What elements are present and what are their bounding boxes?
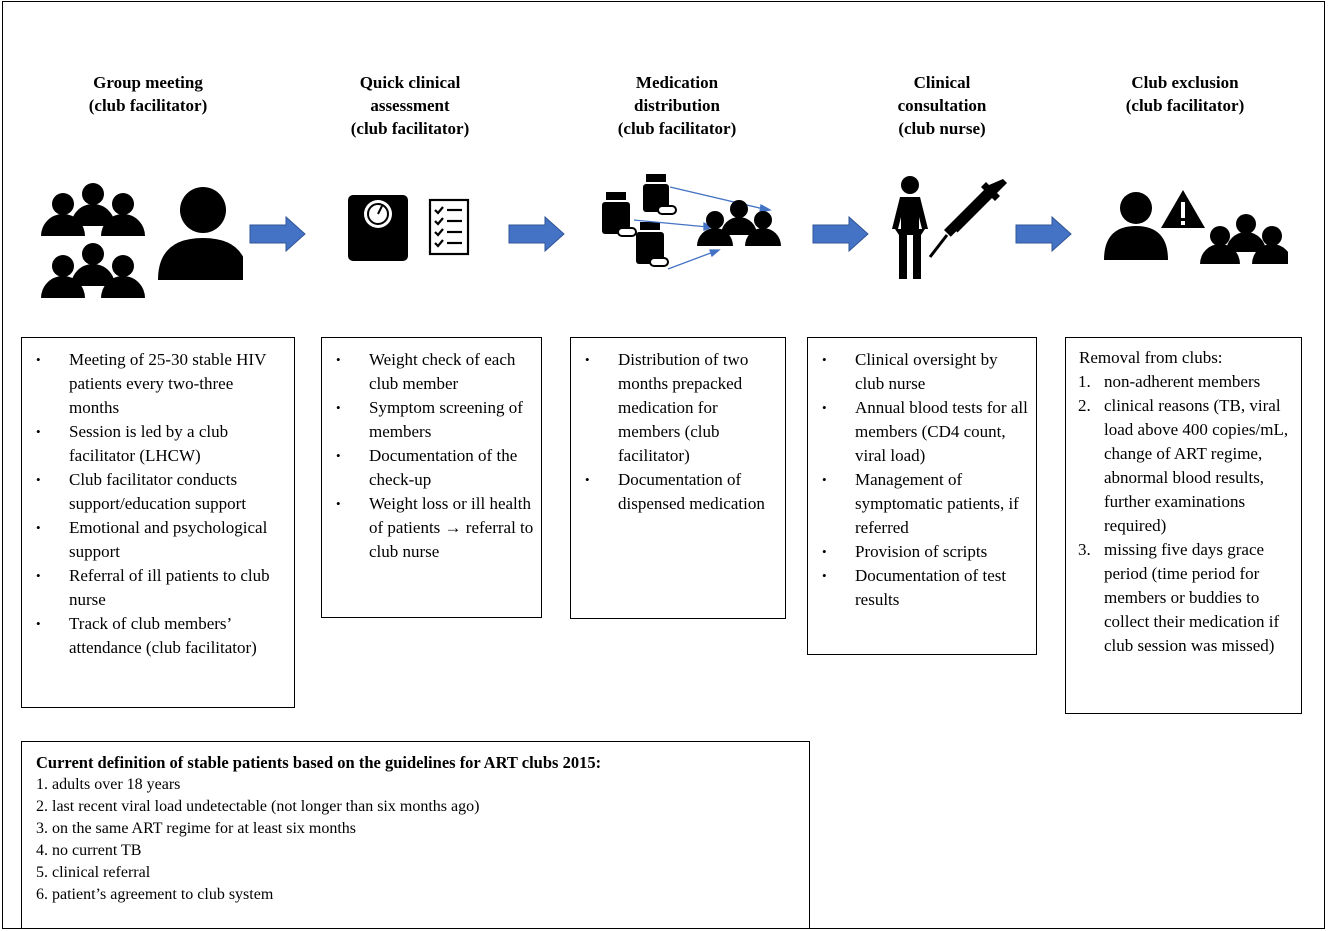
medication-box: Distribution of two months prepacked med…	[570, 337, 786, 619]
list-item: Clinical oversight by club nurse	[808, 348, 1028, 396]
medication-icons	[602, 174, 781, 270]
flow-arrow-4	[1015, 215, 1072, 253]
list-item: Provision of scripts	[808, 540, 1028, 564]
list-item: Weight check of each club member	[322, 348, 535, 396]
title-line: Club exclusion	[1131, 73, 1239, 92]
list-item: Annual blood tests for all members (CD4 …	[808, 396, 1028, 468]
definition-item: 3. on the same ART regime for at least s…	[36, 820, 357, 837]
definition-item: 5. clinical referral	[36, 864, 151, 881]
list-item: 1. non-adherent members	[1066, 370, 1295, 394]
bullet-list: Distribution of two months prepacked med…	[571, 348, 785, 516]
numbered-list: 1. non-adherent members 2. clinical reason…	[1066, 370, 1295, 658]
title-line: distribution	[634, 96, 720, 115]
list-item: Track of club members’ attendance (club …	[22, 612, 286, 660]
person-icon	[1104, 192, 1168, 260]
item-text: missing five days grace period (time per…	[1104, 540, 1280, 655]
list-item: Referral of ill patients to club nurse	[22, 564, 286, 612]
flow-arrow-1	[249, 215, 306, 253]
list-item: Meeting of 25-30 stable HIV patients eve…	[22, 348, 286, 420]
title-line: Clinical	[913, 73, 971, 92]
item-number: 1.	[1078, 372, 1091, 391]
stable-patient-definition-box: Current definition of stable patients ba…	[21, 741, 810, 929]
title-line: (club facilitator)	[617, 119, 737, 138]
list-item: Distribution of two months prepacked med…	[571, 348, 777, 468]
list-item: 2. clinical reasons (TB, viral load above…	[1066, 394, 1295, 538]
title-line: (club facilitator)	[88, 96, 208, 115]
group-meeting-box: Meeting of 25-30 stable HIV patients eve…	[21, 337, 295, 708]
distribution-arrows	[633, 186, 772, 270]
consultation-box: Clinical oversight by club nurse Annual …	[807, 337, 1037, 655]
step-title-club-exclusion: Club exclusion (club facilitator)	[1075, 71, 1295, 117]
nurse-icon	[892, 176, 928, 279]
group-meeting-icons	[41, 183, 243, 298]
title-line: Medication	[635, 73, 719, 92]
list-item: Weight loss or ill health of patients → …	[322, 492, 535, 564]
assessment-icons	[348, 195, 470, 261]
medication-icon	[602, 174, 677, 267]
title-line: Quick clinical	[359, 73, 461, 92]
item-number: 2.	[1078, 396, 1091, 415]
checklist-icon	[428, 198, 470, 256]
title-line: assessment	[370, 96, 450, 115]
warning-icon	[1161, 190, 1205, 228]
definition-item: 1. adults over 18 years	[36, 776, 181, 793]
step-title-medication-distribution: Medication distribution (club facilitato…	[567, 71, 787, 140]
bullet-list: Meeting of 25-30 stable HIV patients eve…	[22, 348, 294, 660]
list-item: Documentation of dispensed medication	[571, 468, 777, 516]
title-line: (club facilitator)	[1125, 96, 1245, 115]
syringe-icon	[928, 179, 1007, 258]
person-icon	[158, 187, 243, 280]
definition-item: 4. no current TB	[36, 842, 142, 859]
exclusion-icons	[1104, 190, 1288, 264]
item-text: non-adherent members	[1104, 372, 1261, 391]
step-title-group-meeting: Group meeting (club facilitator)	[38, 71, 258, 117]
item-number: 3.	[1078, 540, 1091, 559]
title-line: (club nurse)	[898, 119, 986, 138]
flow-arrow-2	[508, 215, 565, 253]
definition-title: Current definition of stable patients ba…	[36, 753, 602, 772]
definition-item: 6. patient’s agreement to club system	[36, 886, 274, 903]
title-line: (club facilitator)	[350, 119, 470, 138]
list-item: Symptom screening of members	[322, 396, 535, 444]
list-item: Session is led by a club facilitator (LH…	[22, 420, 286, 468]
definition-item: 2. last recent viral load undetectable (…	[36, 798, 480, 815]
step-title-clinical-consultation: Clinical consultation (club nurse)	[832, 71, 1052, 140]
group-icon	[697, 200, 781, 246]
list-item: 3. missing five days grace period (time p…	[1066, 538, 1295, 658]
list-item: Emotional and psychological support	[22, 516, 286, 564]
exclusion-box: Removal from clubs: 1. non-adherent membe…	[1065, 337, 1302, 714]
group-icon	[41, 243, 145, 298]
title-line: consultation	[897, 96, 987, 115]
title-line: Group meeting	[93, 73, 203, 92]
bullet-list: Clinical oversight by club nurse Annual …	[808, 348, 1036, 612]
bullet-list: Weight check of each club member Symptom…	[322, 348, 541, 564]
group-icon	[41, 183, 145, 236]
exclusion-intro: Removal from clubs:	[1079, 348, 1223, 367]
list-item: Club facilitator conducts support/educat…	[22, 468, 286, 516]
list-item: Documentation of the check-up	[322, 444, 535, 492]
step-title-clinical-assessment: Quick clinical assessment (club facilita…	[300, 71, 520, 140]
list-item: Documentation of test results	[808, 564, 1028, 612]
group-icon	[1200, 214, 1288, 264]
scale-icon	[348, 195, 408, 261]
consultation-icons	[892, 176, 1007, 279]
assessment-box: Weight check of each club member Symptom…	[321, 337, 542, 618]
flow-arrow-3	[812, 215, 869, 253]
item-text: clinical reasons (TB, viral load above 4…	[1104, 396, 1289, 535]
list-item: Management of symptomatic patients, if r…	[808, 468, 1028, 540]
